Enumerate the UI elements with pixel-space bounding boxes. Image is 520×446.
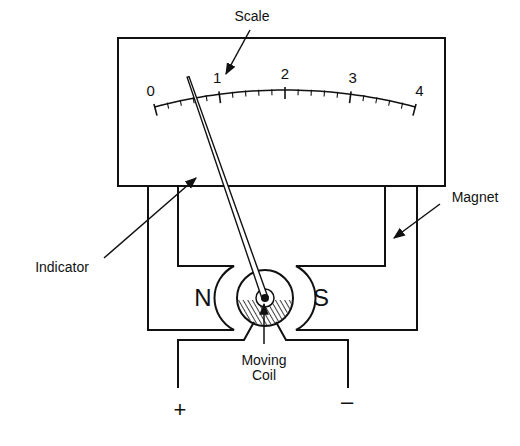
callout-label: Magnet [452, 190, 499, 205]
scale-number: 0 [146, 83, 154, 100]
moving-coil [237, 270, 293, 326]
scale-tick [232, 92, 234, 98]
indicator-needle [187, 77, 269, 302]
scale-tick [154, 104, 157, 116]
terminal-sign: + [174, 398, 187, 422]
callout-label: Moving Coil [234, 353, 294, 384]
scale-leader [226, 30, 250, 74]
scale-tick [324, 91, 326, 97]
scale-number: 4 [415, 83, 423, 100]
magnet-leader [394, 204, 440, 238]
terminal-sign: – [341, 390, 353, 414]
coil-leader [263, 304, 265, 344]
indicator-leader [104, 178, 196, 258]
pivot [261, 294, 269, 302]
scale-tick [376, 97, 377, 103]
scale-tick [258, 90, 259, 96]
callout-label: Scale [234, 9, 269, 24]
scale-tick [219, 91, 221, 103]
scale-tick [206, 95, 208, 101]
coil-windings [238, 300, 292, 325]
pole-letter: N [194, 285, 211, 311]
needle [187, 77, 268, 299]
scale-tick [297, 89, 298, 95]
scale-tick [311, 90, 312, 96]
scale-number: 2 [281, 66, 289, 83]
callout-label: Indicator [35, 260, 89, 275]
scale-tick [401, 103, 402, 109]
south-magnet [296, 186, 417, 330]
scale-tick [245, 91, 247, 97]
scale-tick [180, 100, 181, 106]
scale-number: 3 [349, 70, 357, 87]
negative-lead [276, 322, 348, 388]
scale-tick [271, 89, 272, 95]
scale-tick [350, 91, 352, 103]
scale-tick [389, 100, 390, 106]
scale-tick [362, 95, 364, 101]
scale-tick [413, 104, 416, 116]
scale-tick [284, 87, 286, 99]
pole-letter: S [313, 285, 329, 311]
scale-tick [167, 103, 168, 109]
scale-number: 1 [213, 70, 221, 87]
meter-face [118, 38, 445, 186]
scale-tick [337, 92, 339, 98]
